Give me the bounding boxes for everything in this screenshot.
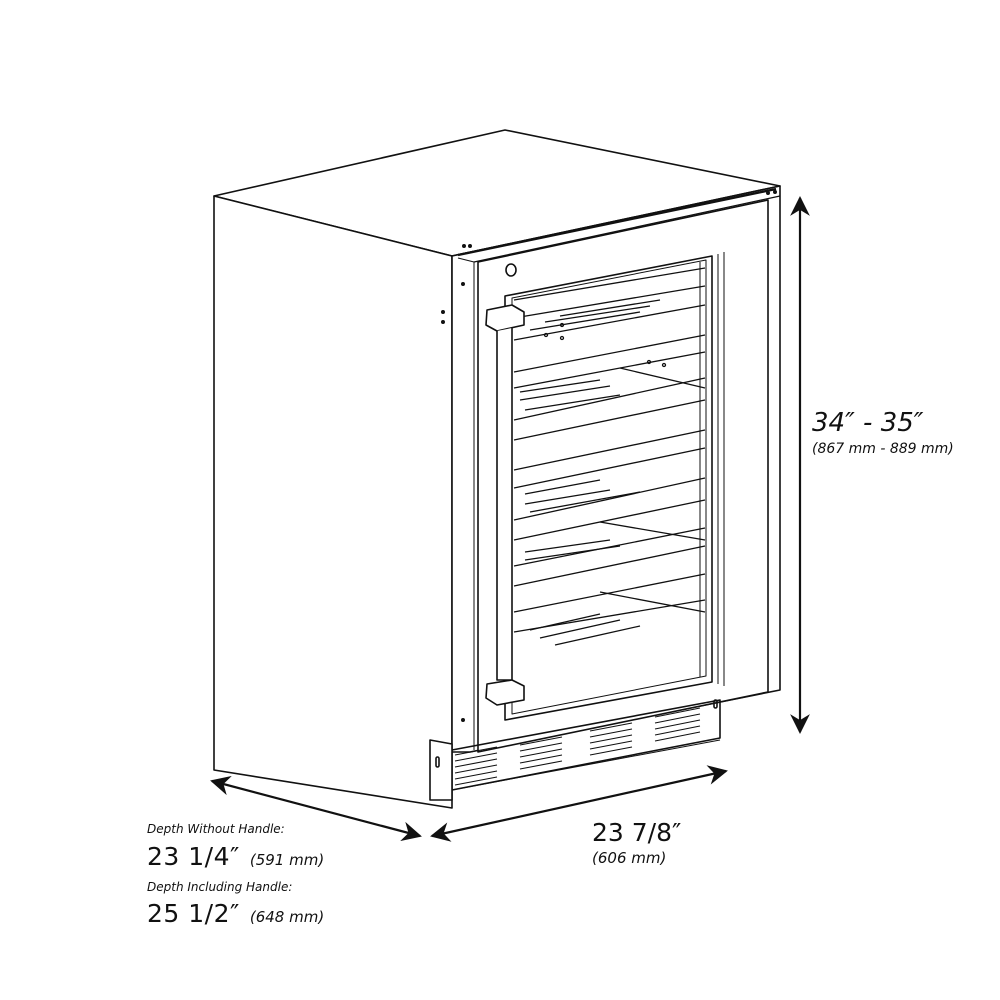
door-handle: [485, 304, 525, 706]
depth-without-handle-value: 23 1/4″ (591 mm): [147, 842, 324, 871]
cabinet-side: [213, 195, 453, 809]
depth-without-handle-imperial: 23 1/4″: [147, 842, 240, 871]
wine-shelves: [513, 267, 706, 646]
height-imperial: 34″ - 35″: [812, 408, 924, 438]
depth-including-handle-label: Depth Including Handle:: [147, 880, 293, 894]
door-frame: [440, 185, 781, 753]
width-arrow: [430, 765, 728, 842]
width-imperial: 23 7/8″: [592, 818, 682, 847]
vent-grilles: [454, 707, 701, 786]
depth-without-handle-label: Depth Without Handle:: [147, 822, 285, 836]
depth-including-handle-value: 25 1/2″ (648 mm): [147, 899, 324, 928]
depth-including-handle-metric: (648 mm): [249, 908, 325, 926]
width-metric: (606 mm): [592, 849, 667, 867]
depth-including-handle-imperial: 25 1/2″: [147, 899, 240, 928]
depth-arrow: [210, 775, 422, 842]
dimension-arrows: [210, 196, 810, 842]
height-metric: (867 mm - 889 mm): [812, 441, 954, 457]
depth-without-handle-metric: (591 mm): [249, 851, 325, 869]
